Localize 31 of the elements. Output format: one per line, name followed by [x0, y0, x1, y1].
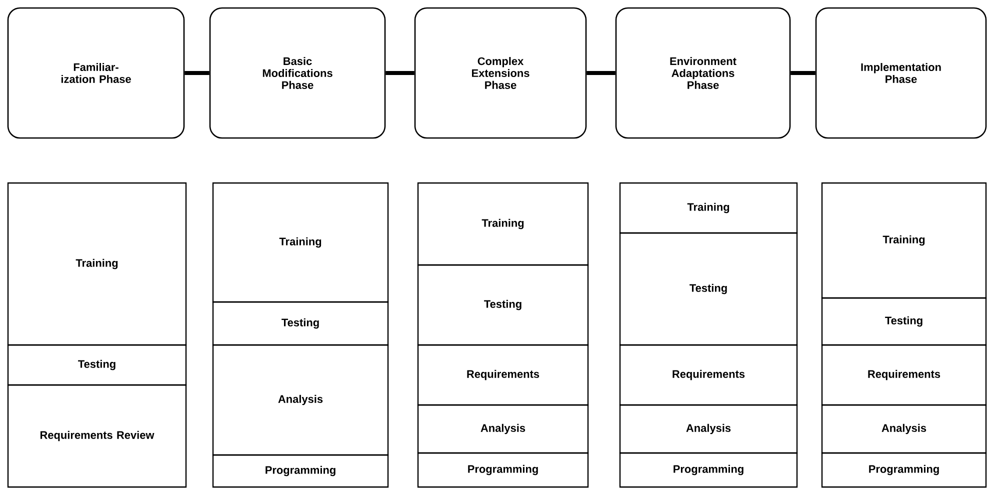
activity-box: Programming — [212, 454, 389, 488]
activity-box: Testing — [7, 344, 187, 386]
activity-box: Programming — [821, 452, 987, 488]
activity-box: Analysis — [619, 404, 798, 454]
phase-box: Basic Modifications Phase — [209, 7, 386, 139]
connector-line — [586, 71, 616, 75]
activity-box: Testing — [619, 232, 798, 346]
activity-box: Training — [417, 182, 589, 266]
phase-box: Implementation Phase — [815, 7, 987, 139]
connector-line — [184, 71, 210, 75]
activity-box: Programming — [619, 452, 798, 488]
connector-line — [386, 71, 414, 75]
activity-box: Testing — [821, 297, 987, 346]
phase-box: Familiar- ization Phase — [7, 7, 185, 139]
activity-box: Requirements Review — [7, 384, 187, 488]
connector-line — [790, 71, 816, 75]
activity-box: Training — [619, 182, 798, 234]
activity-box: Programming — [417, 452, 589, 488]
phase-box: Environment Adaptations Phase — [615, 7, 791, 139]
activity-box: Analysis — [821, 404, 987, 454]
activity-box: Requirements — [619, 344, 798, 406]
activity-box: Analysis — [417, 404, 589, 454]
activity-box: Training — [7, 182, 187, 346]
activity-box: Testing — [212, 301, 389, 346]
activity-box: Analysis — [212, 344, 389, 456]
activity-box: Training — [212, 182, 389, 303]
activity-box: Requirements — [821, 344, 987, 406]
activity-box: Requirements — [417, 344, 589, 406]
activity-box: Training — [821, 182, 987, 299]
activity-box: Testing — [417, 264, 589, 346]
phase-box: Complex Extensions Phase — [414, 7, 587, 139]
